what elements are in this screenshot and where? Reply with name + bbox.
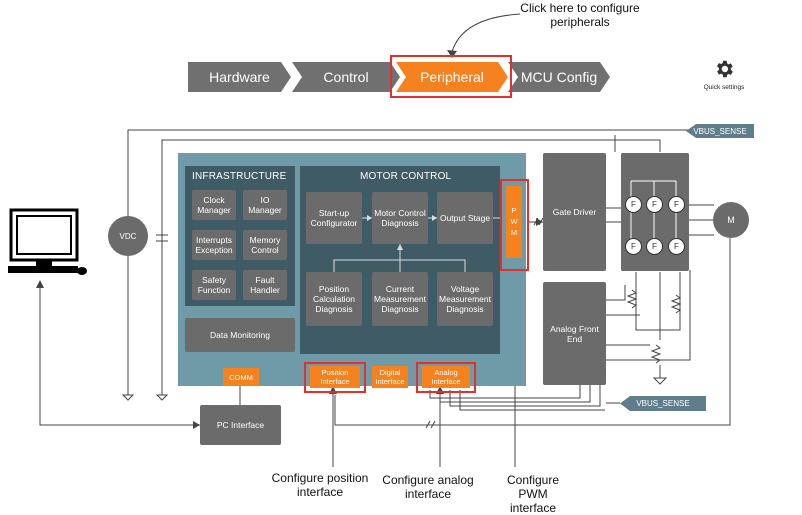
quick-settings-label: Quick settings bbox=[703, 84, 745, 91]
vdc-bus-line bbox=[127, 129, 700, 395]
fet-label-1: F bbox=[631, 200, 636, 209]
analog-front-end-block[interactable]: Analog Front End bbox=[543, 282, 606, 385]
vbus-sense-tag-bottom: VBUS_SENSE bbox=[620, 396, 706, 411]
position-interface-highlight bbox=[304, 362, 366, 393]
fet-label-2: F bbox=[652, 200, 657, 209]
pwm-highlight bbox=[500, 179, 529, 271]
startup-configurator-block[interactable]: Start-up Configurator bbox=[306, 192, 362, 244]
motor-control-arrows bbox=[333, 215, 500, 272]
voltage-diagnosis-block[interactable]: Voltage Measurement Diagnosis bbox=[437, 272, 493, 326]
interrupts-exception-block[interactable]: Interrupts Exception bbox=[192, 230, 236, 260]
tab-peripheral[interactable]: Peripheral bbox=[396, 62, 508, 92]
gear-icon bbox=[717, 60, 733, 78]
analog-interface-highlight bbox=[416, 362, 476, 393]
vbus-sense-tag-top: VBUS_SENSE bbox=[686, 124, 754, 138]
pwm-label: PWM bbox=[509, 205, 519, 239]
tab-hardware[interactable]: Hardware bbox=[188, 62, 291, 92]
motor-control-title: MOTOR CONTROL bbox=[360, 171, 452, 182]
position-callout: Configure position interface bbox=[271, 471, 369, 499]
fet-switch-5: F bbox=[646, 238, 663, 255]
fet-switch-1: F bbox=[625, 196, 642, 213]
analog-interface[interactable]: Analog Interface bbox=[422, 366, 470, 388]
fet-switch-6: F bbox=[668, 238, 685, 255]
peripheral-tab-highlight bbox=[390, 55, 512, 98]
tab-mcu-config[interactable]: MCU Config bbox=[508, 62, 610, 92]
motor-control-diagnosis-block[interactable]: Motor Control Diagnosis bbox=[372, 192, 428, 244]
peripherals-callout: Click here to configure peripherals bbox=[520, 1, 640, 29]
vdc-source: VDC bbox=[108, 216, 148, 256]
vdc-label: VDC bbox=[119, 231, 137, 241]
fet-label-4: F bbox=[631, 242, 636, 251]
memory-control-block[interactable]: Memory Control bbox=[243, 230, 287, 260]
data-monitoring-block[interactable]: Data Monitoring bbox=[185, 318, 295, 352]
tab-control-label: Control bbox=[323, 69, 369, 85]
bridge-wiring bbox=[630, 180, 677, 253]
comm-interface[interactable]: COMM bbox=[223, 368, 259, 386]
pwm-callout: Configure PWM interface bbox=[506, 473, 560, 515]
pwm-block[interactable]: PWM bbox=[506, 186, 522, 258]
ground-bus-line bbox=[161, 139, 661, 395]
tab-mcu-config-label: MCU Config bbox=[520, 69, 598, 85]
pc-interface-block[interactable]: PC Interface bbox=[200, 405, 281, 445]
safety-function-block[interactable]: Safety Function bbox=[192, 270, 236, 300]
analog-callout: Configure analog interface bbox=[382, 473, 474, 501]
motor: M bbox=[713, 202, 749, 238]
output-stage-block[interactable]: Output Stage bbox=[437, 192, 493, 244]
current-diagnosis-block[interactable]: Current Measurement Diagnosis bbox=[372, 272, 428, 326]
tab-hardware-label: Hardware bbox=[209, 69, 270, 85]
fet-label-5: F bbox=[652, 242, 657, 251]
fet-label-6: F bbox=[674, 242, 679, 251]
computer-link-line bbox=[39, 282, 200, 426]
io-manager-block[interactable]: IO Manager bbox=[243, 190, 287, 220]
digital-interface[interactable]: Digital Interface bbox=[372, 366, 408, 388]
feedback-loop-line bbox=[334, 238, 731, 426]
peripheral-callout-arrow bbox=[451, 13, 521, 53]
computer-icon bbox=[8, 208, 87, 275]
fet-switch-4: F bbox=[625, 238, 642, 255]
motor-label: M bbox=[727, 215, 735, 225]
fet-switch-2: F bbox=[646, 196, 663, 213]
position-interface[interactable]: Position Interface bbox=[310, 366, 360, 388]
tab-peripheral-label: Peripheral bbox=[420, 69, 484, 85]
position-diagnosis-block[interactable]: Position Calculation Diagnosis bbox=[306, 272, 362, 326]
fault-handler-block[interactable]: Fault Handler bbox=[243, 270, 287, 300]
infrastructure-title: INFRASTRUCTURE bbox=[192, 171, 287, 182]
clock-manager-block[interactable]: Clock Manager bbox=[192, 190, 236, 220]
fet-label-3: F bbox=[674, 200, 679, 209]
quick-settings-button[interactable]: Quick settings bbox=[696, 58, 752, 98]
gate-driver-block[interactable]: Gate Driver bbox=[543, 153, 606, 271]
fet-switch-3: F bbox=[668, 196, 685, 213]
tab-control[interactable]: Control bbox=[292, 62, 400, 92]
